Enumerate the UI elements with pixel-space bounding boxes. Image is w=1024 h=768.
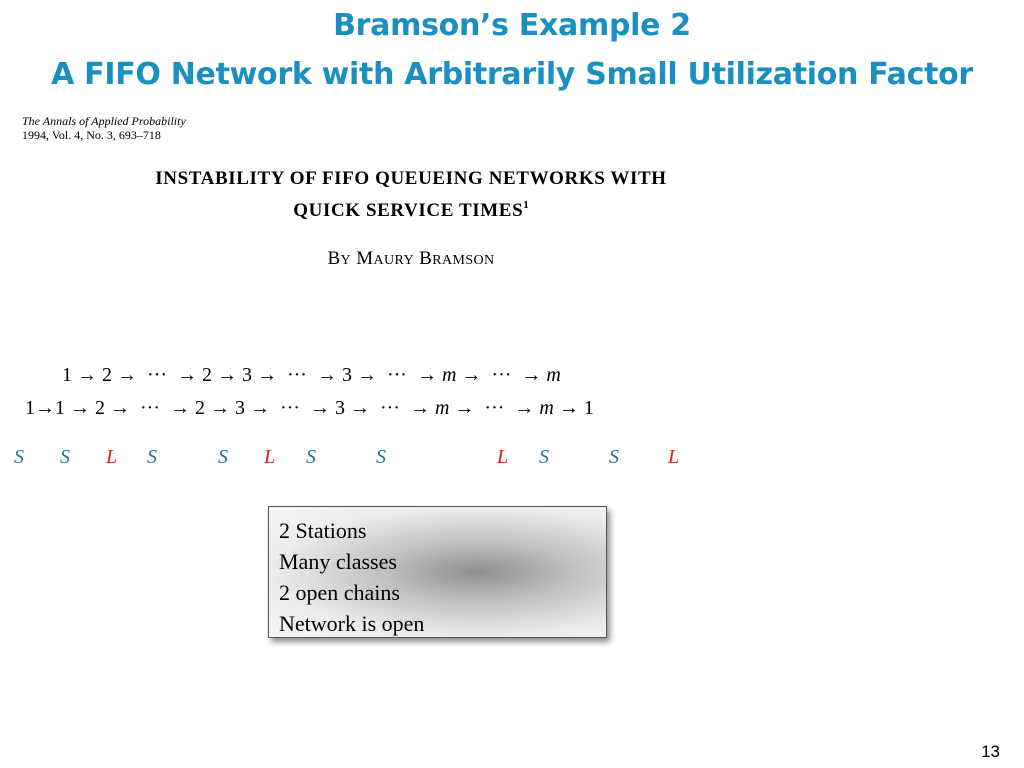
- paper-title-line1: INSTABILITY OF FIFO QUEUEING NETWORKS WI…: [155, 168, 667, 189]
- service-label: L: [264, 446, 276, 468]
- summary-box: 2 Stations Many classes 2 open chains Ne…: [268, 506, 607, 638]
- route-line-1: 1 → 2 → ··· → 2 → 3 → ··· → 3 → ··· → m …: [62, 364, 561, 386]
- summary-item: 2 Stations: [279, 518, 367, 543]
- service-label: S: [218, 446, 228, 468]
- author-by-rest: Y: [340, 253, 352, 268]
- author-last-rest: RAMSON: [432, 253, 495, 268]
- service-label: S: [306, 446, 316, 468]
- paper-title-footnote: 1: [523, 199, 529, 211]
- service-label: S: [539, 446, 549, 468]
- paper-title-line2: QUICK SERVICE TIMES: [293, 200, 524, 221]
- journal-volume: 1994, Vol. 4, No. 3, 693–718: [22, 128, 161, 142]
- summary-item: Network is open: [279, 611, 425, 636]
- service-label: S: [147, 446, 157, 468]
- slide-title-line1: Bramson’s Example 2: [333, 8, 691, 43]
- paper-author: BY MAURY BRAMSON: [90, 248, 732, 270]
- service-label: L: [668, 446, 680, 468]
- author-by-initial: B: [327, 248, 341, 269]
- route-line-2: 1→1 → 2 → ··· → 2 → 3 → ··· → 3 → ··· → …: [25, 397, 594, 419]
- summary-item: 2 open chains: [279, 580, 400, 605]
- author-first-initial: M: [356, 248, 374, 269]
- journal-name: The Annals of Applied Probability: [22, 114, 186, 128]
- slide-title-line2: A FIFO Network with Arbitrarily Small Ut…: [51, 57, 973, 92]
- page-number: 13: [981, 742, 1000, 761]
- service-label: L: [497, 446, 509, 468]
- service-label: S: [60, 446, 70, 468]
- service-label: L: [106, 446, 118, 468]
- paper-title: INSTABILITY OF FIFO QUEUEING NETWORKS WI…: [90, 166, 732, 224]
- service-label: S: [14, 446, 24, 468]
- journal-citation: The Annals of Applied Probability 1994, …: [22, 114, 186, 142]
- service-label: S: [609, 446, 619, 468]
- paper-title-line2-wrap: QUICK SERVICE TIMES1: [90, 192, 732, 224]
- author-first-rest: AURY: [373, 253, 414, 268]
- summary-item: Many classes: [279, 549, 397, 574]
- service-label: S: [376, 446, 386, 468]
- author-last-initial: B: [419, 248, 433, 269]
